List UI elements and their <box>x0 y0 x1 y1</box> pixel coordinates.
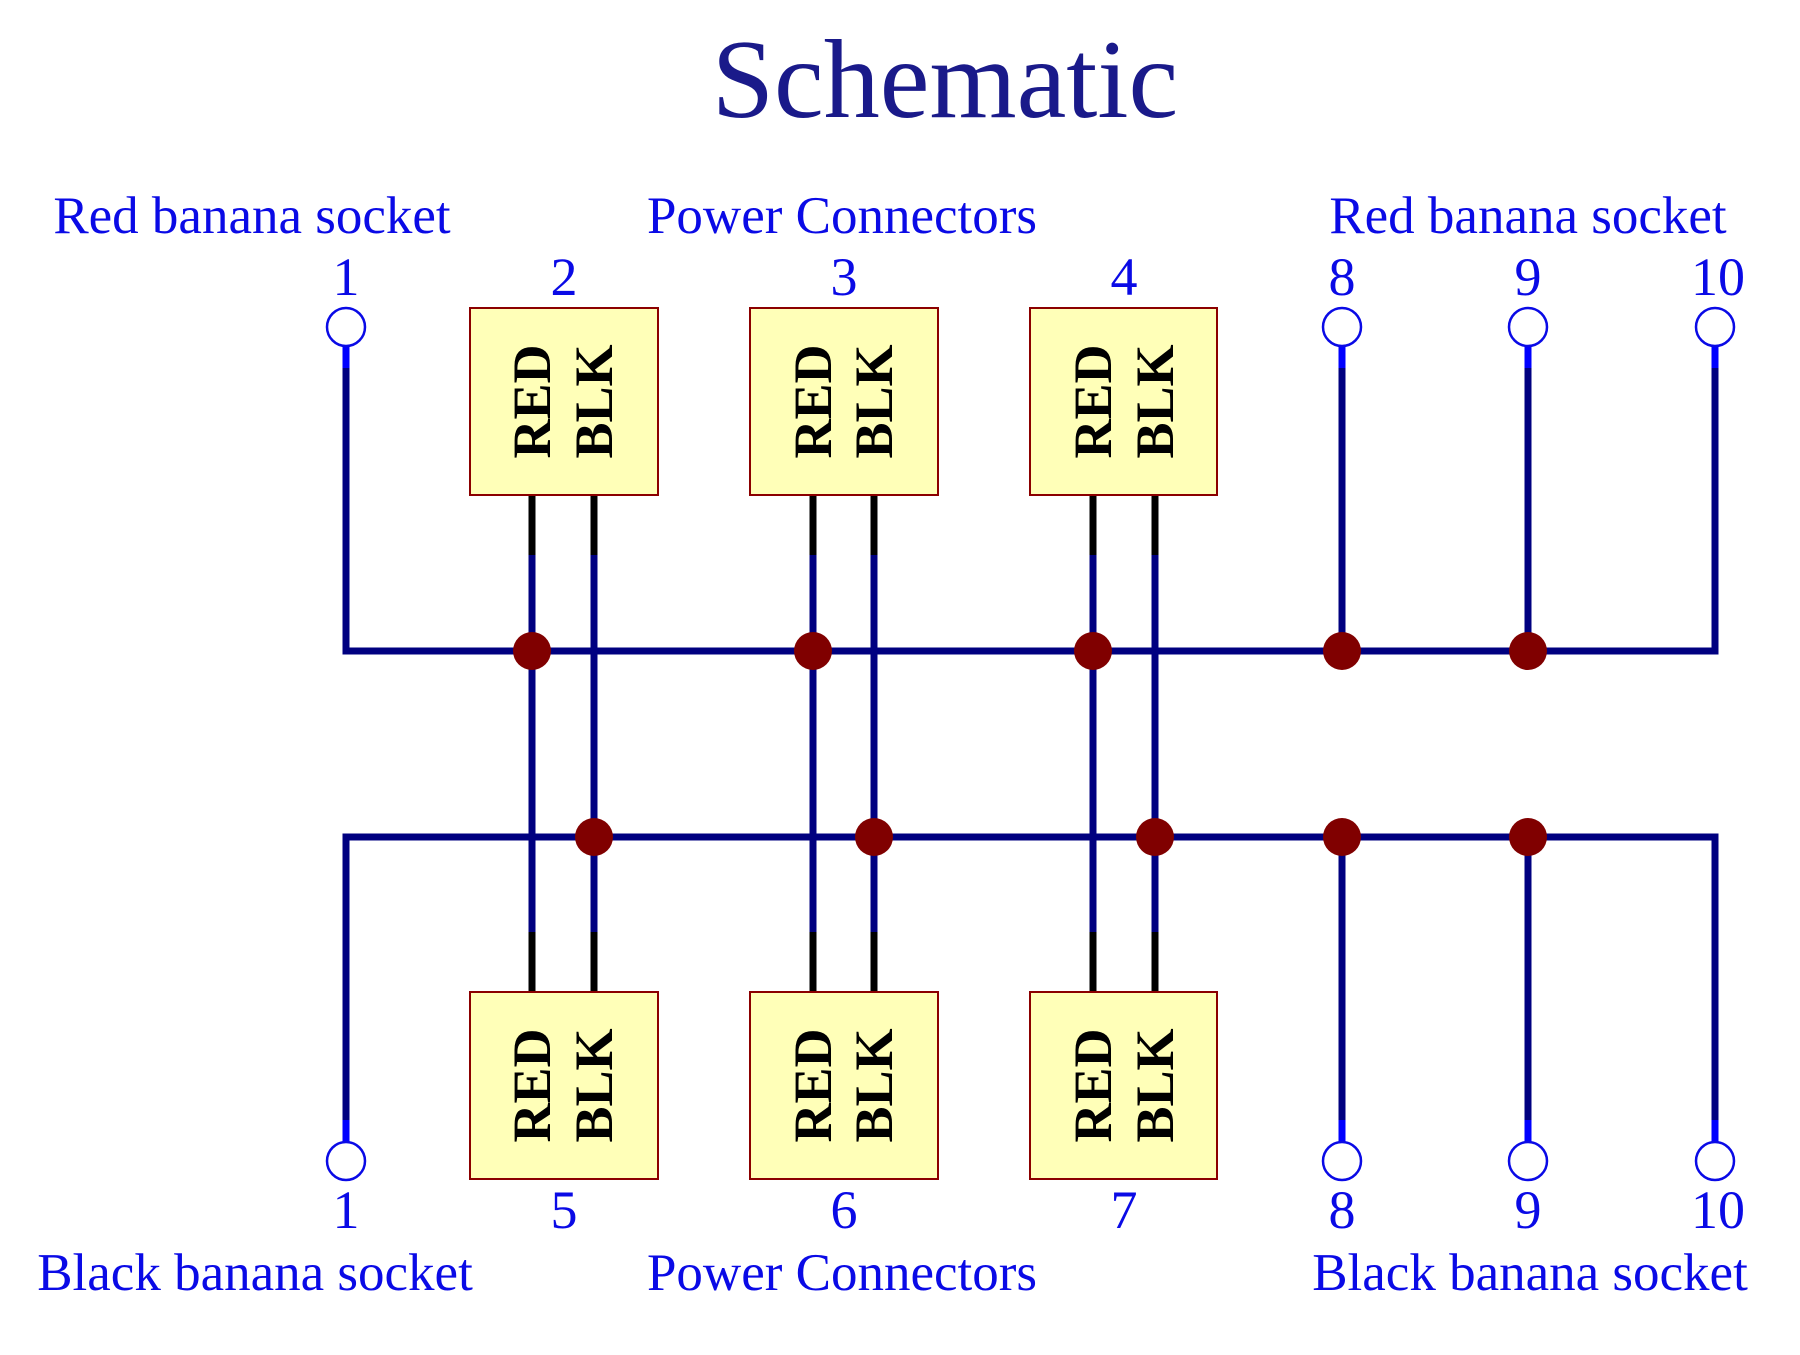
connector-box-body <box>1029 307 1218 496</box>
bottom-center-label: Power Connectors <box>647 1244 1037 1302</box>
junction-dot-red-1 <box>513 632 551 670</box>
connector-blk-label: BLK <box>1125 1028 1185 1142</box>
top-terminal-number: 3 <box>831 247 858 307</box>
junction-dot-red-3 <box>1074 632 1112 670</box>
connector-blk-label: BLK <box>844 1028 904 1142</box>
bottom-terminal-number: 7 <box>1111 1180 1138 1240</box>
top-terminal-number: 4 <box>1111 247 1138 307</box>
top-terminal-number: 9 <box>1515 247 1542 307</box>
connector-red-label: RED <box>783 344 843 458</box>
bottom-terminal-number: 5 <box>551 1180 578 1240</box>
red-banana-socket-9-icon <box>1507 306 1549 348</box>
connector-blk-label: BLK <box>1125 344 1185 458</box>
top-right-label: Red banana socket <box>1329 187 1727 245</box>
connector-red-label: RED <box>1063 344 1123 458</box>
junction-dot-blk-1 <box>575 818 613 856</box>
black-banana-socket-1-icon <box>325 1140 367 1182</box>
top-terminal-number: 8 <box>1329 247 1356 307</box>
junction-dot-red-socket-8 <box>1323 632 1361 670</box>
junction-dot-blk-socket-9 <box>1509 818 1547 856</box>
red-banana-socket-1-icon <box>325 306 367 348</box>
connector-blk-label: BLK <box>844 344 904 458</box>
red-banana-socket-8-icon <box>1321 306 1363 348</box>
connector-blk-label: BLK <box>564 344 624 458</box>
black-banana-socket-9-icon <box>1507 1140 1549 1182</box>
top-terminal-number: 2 <box>551 247 578 307</box>
banana-sockets <box>325 306 1736 1182</box>
diagram-title: Schematic <box>712 18 1178 142</box>
top-left-label: Red banana socket <box>53 187 451 245</box>
bottom-terminal-number: 8 <box>1329 1180 1356 1240</box>
connector-box-body <box>749 307 939 496</box>
top-terminal-number: 1 <box>333 247 360 307</box>
junction-dot-red-socket-9 <box>1509 632 1547 670</box>
connector-box-body <box>1029 991 1218 1180</box>
bottom-terminal-number: 1 <box>333 1180 360 1240</box>
junction-dot-blk-socket-8 <box>1323 818 1361 856</box>
connector-red-label: RED <box>783 1028 843 1142</box>
bottom-left-label: Black banana socket <box>37 1244 473 1302</box>
bottom-terminal-number: 10 <box>1691 1180 1745 1240</box>
connector-box-body <box>749 991 939 1180</box>
junction-dot-blk-2 <box>855 818 893 856</box>
red-banana-socket-10-icon <box>1694 306 1736 348</box>
bottom-terminal-number: 9 <box>1515 1180 1542 1240</box>
black-banana-socket-10-icon <box>1694 1140 1736 1182</box>
black-banana-socket-8-icon <box>1321 1140 1363 1182</box>
bottom-right-label: Black banana socket <box>1312 1244 1748 1302</box>
junction-dot-blk-3 <box>1136 818 1174 856</box>
connector-blk-label: BLK <box>564 1028 624 1142</box>
terminal-numbers: 1 1 2 5 3 6 4 7 8 8 9 9 10 10 <box>333 247 1746 1240</box>
top-center-label: Power Connectors <box>647 187 1037 245</box>
connector-red-label: RED <box>1063 1028 1123 1142</box>
top-terminal-number: 10 <box>1691 247 1745 307</box>
bottom-terminal-number: 6 <box>831 1180 858 1240</box>
junction-dot-red-2 <box>794 632 832 670</box>
connector-red-label: RED <box>502 344 562 458</box>
connector-box-body <box>469 991 659 1180</box>
junction-dots <box>513 632 1547 856</box>
wires <box>342 346 1719 1142</box>
connector-box-body <box>469 307 659 496</box>
connector-red-label: RED <box>502 1028 562 1142</box>
